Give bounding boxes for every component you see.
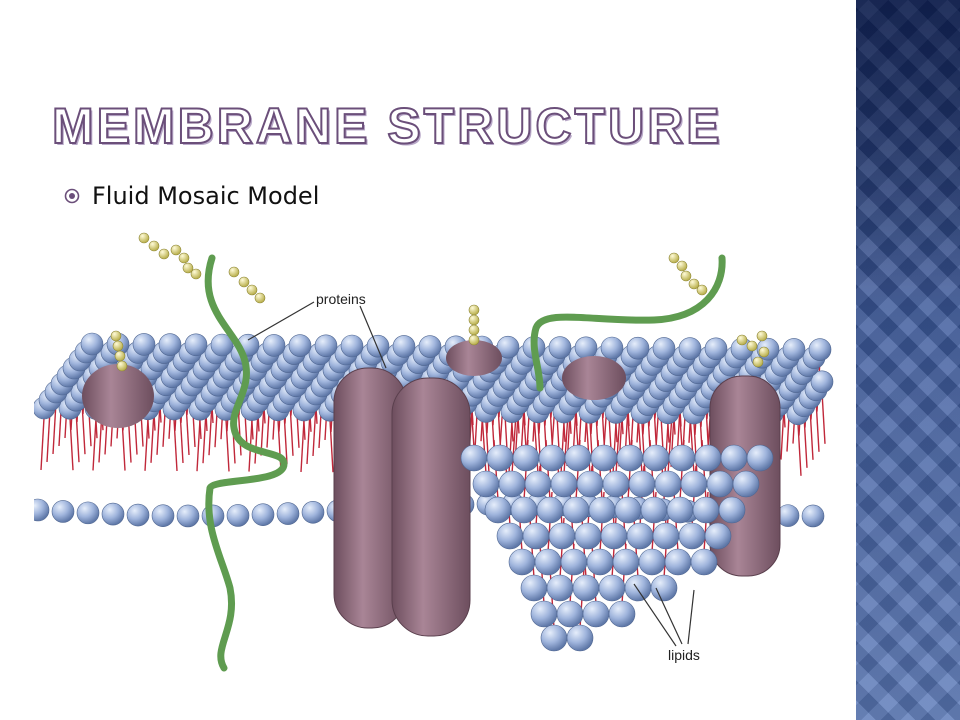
bullet-text: Fluid Mosaic Model bbox=[92, 182, 320, 210]
peripheral-protein-left bbox=[82, 364, 154, 428]
proteins-label-group: proteins bbox=[247, 291, 387, 369]
decorative-side-band bbox=[856, 0, 960, 720]
proteins-label: proteins bbox=[316, 291, 366, 307]
channel-protein bbox=[333, 367, 471, 637]
lipids-label-group: lipids bbox=[633, 583, 700, 663]
slide-title: Membrane Structure bbox=[51, 97, 723, 155]
cutaway-phospholipid-block bbox=[460, 444, 774, 652]
glycoprotein-chains bbox=[204, 254, 726, 672]
circled-bullet-icon bbox=[64, 188, 80, 204]
peripheral-protein-right bbox=[562, 356, 626, 400]
lipids-label: lipids bbox=[668, 647, 700, 663]
peripheral-protein-center bbox=[446, 340, 502, 376]
carbohydrate-chains bbox=[110, 232, 770, 372]
bullet-item: Fluid Mosaic Model bbox=[64, 182, 319, 210]
fluid-mosaic-diagram: proteins lipids bbox=[34, 232, 834, 672]
